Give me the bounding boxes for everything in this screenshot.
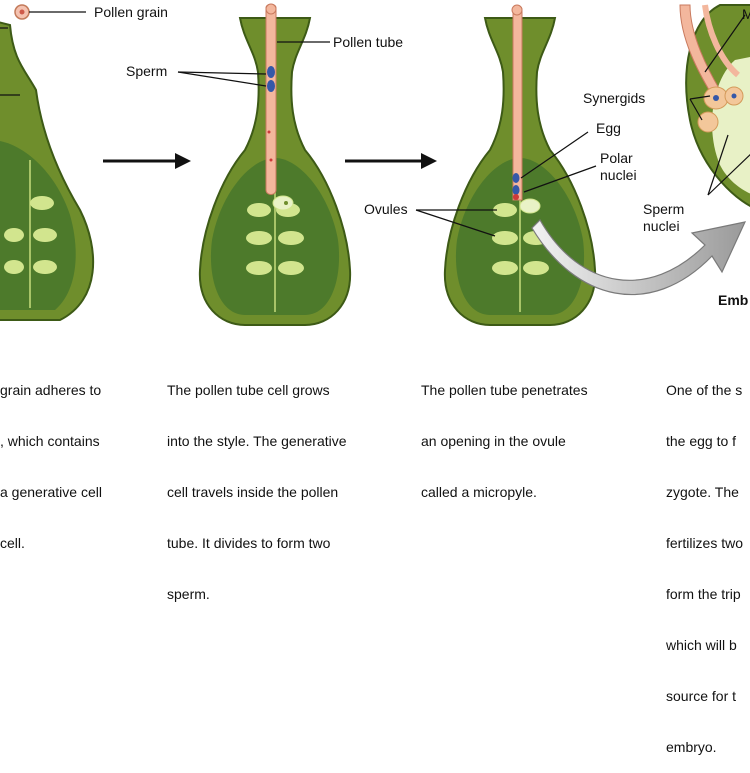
ovule xyxy=(278,261,304,275)
caption-line: which will b xyxy=(666,637,737,653)
synergid xyxy=(697,111,719,133)
panel-3-pistil xyxy=(415,4,597,326)
ovule xyxy=(492,231,518,245)
ovule xyxy=(4,228,24,242)
sperm-nuclei-label-2: nuclei xyxy=(643,218,680,234)
pollen-tube-label: Pollen tube xyxy=(333,34,403,50)
step-arrow-2 xyxy=(345,153,437,169)
m-fragment-label: M xyxy=(742,6,750,22)
ovule xyxy=(492,261,518,275)
panel-4-embryo-sac xyxy=(679,4,750,207)
sperm-nuclei-label-1: Sperm xyxy=(643,201,684,217)
polar-nuclei-label-1: Polar xyxy=(600,150,633,166)
caption-line: sperm. xyxy=(167,586,210,602)
sperm-cell xyxy=(512,185,520,195)
caption-line: fertilizes two xyxy=(666,535,744,551)
caption-line: grain adheres to xyxy=(0,382,102,398)
ovule xyxy=(33,228,57,242)
embryo-fragment-label: Emb xyxy=(718,292,748,308)
ovule xyxy=(246,261,272,275)
ovule xyxy=(523,261,549,275)
caption-panel-3: The pollen tube penetrates an opening in… xyxy=(421,348,588,518)
ovule xyxy=(247,203,271,217)
caption-panel-4: One of the s the egg to f zygote. The fe… xyxy=(666,348,743,773)
caption-line: The pollen tube cell grows xyxy=(167,382,330,398)
caption-line: cell travels inside the pollen xyxy=(167,484,339,500)
ovule xyxy=(278,231,304,245)
polar-nuclei-label-2: nuclei xyxy=(600,167,637,183)
caption-line: called a micropyle. xyxy=(421,484,537,500)
pollen-tube xyxy=(512,5,523,201)
caption-line: an opening in the ovule xyxy=(421,433,566,449)
egg-label: Egg xyxy=(596,120,621,136)
sperm-cell xyxy=(512,173,520,183)
pollen-tube xyxy=(265,3,277,195)
panel-1-pistil xyxy=(0,4,95,321)
step-arrow-1 xyxy=(103,153,191,169)
caption-line: One of the s xyxy=(666,382,743,398)
caption-line: source for t xyxy=(666,688,737,704)
caption-panel-2: The pollen tube cell grows into the styl… xyxy=(167,348,347,620)
ovules-label: Ovules xyxy=(364,201,408,217)
caption-line: tube. It divides to form two xyxy=(167,535,331,551)
caption-line: a generative cell xyxy=(0,484,102,500)
pollen-grain-label: Pollen grain xyxy=(94,4,168,20)
sperm-cell xyxy=(267,80,275,92)
synergids-label: Synergids xyxy=(583,90,645,106)
caption-line: into the style. The generative xyxy=(167,433,347,449)
caption-line: embryo. xyxy=(666,739,717,755)
generative-ovule xyxy=(272,195,294,211)
caption-line: The pollen tube penetrates xyxy=(421,382,588,398)
fertilization-diagram: Pollen grain Pollen tube Sperm xyxy=(0,3,750,326)
caption-line: , which contains xyxy=(0,433,100,449)
ovule xyxy=(30,196,54,210)
caption-line: the egg to f xyxy=(666,433,737,449)
ovule xyxy=(246,231,272,245)
ovule xyxy=(4,260,24,274)
sperm-cell xyxy=(267,66,275,78)
target-ovule xyxy=(519,198,541,214)
ovule xyxy=(33,260,57,274)
caption-panel-1: grain adheres to , which contains a gene… xyxy=(0,348,102,569)
ovule xyxy=(493,203,517,217)
caption-line: form the trip xyxy=(666,586,741,602)
panel-2-pistil xyxy=(177,3,352,326)
ovary-chamber xyxy=(0,141,76,310)
zoom-arrow xyxy=(531,219,747,296)
sperm-label: Sperm xyxy=(126,63,167,79)
caption-line: cell. xyxy=(0,535,25,551)
caption-line: zygote. The xyxy=(666,484,739,500)
